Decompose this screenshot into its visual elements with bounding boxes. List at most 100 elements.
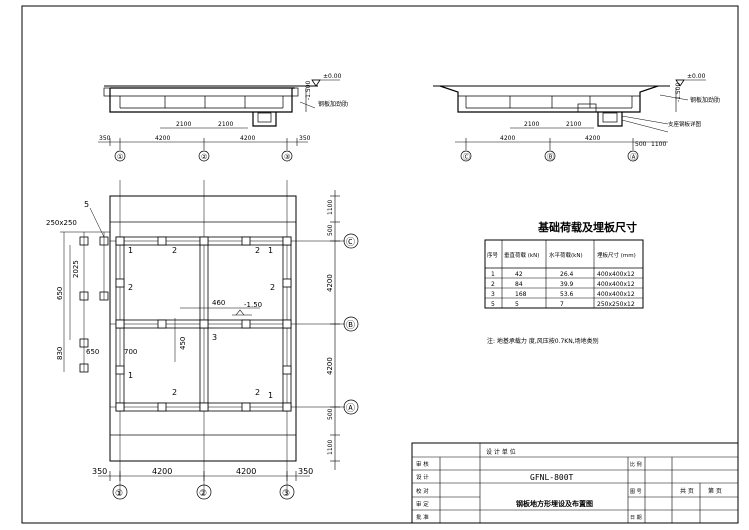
tb-label-3: 审 定 — [416, 500, 429, 508]
table-cell: 250x250x12 — [597, 301, 635, 308]
plan-inner-depth: -1.50 — [244, 301, 262, 309]
tr-note-1: 钢板加劲肋 — [690, 96, 720, 104]
table-cell: 400x400x12 — [597, 271, 635, 278]
plan-label-5: 2 — [128, 283, 133, 292]
plan-bottom-350a: 350 — [92, 467, 107, 476]
tb-label-2: 校 对 — [416, 487, 429, 495]
plan-axis-a: Ⓐ — [346, 403, 355, 414]
tr-axis-a: Ⓐ — [630, 153, 637, 161]
tl-dim-lower-4: 350 — [299, 135, 311, 142]
tb-top-label: 设 计 单 位 — [486, 448, 516, 456]
tl-dim-lower-1: 350 — [99, 135, 111, 142]
table-header-3: 埋板尺寸 (mm) — [597, 251, 636, 259]
plan-view: 1 2 2 1 2 3 2 1 2 2 1 460 -1.50 450 5 25… — [46, 180, 359, 500]
plan-bottom-4200b: 4200 — [236, 467, 256, 476]
tl-axis-3: ③ — [284, 153, 290, 161]
plan-left-700: 700 — [124, 348, 137, 356]
table-cell: 53.6 — [560, 291, 574, 298]
tl-dim-lower-2: 4200 — [155, 135, 170, 142]
plan-right-4200b: 4200 — [326, 357, 334, 375]
title-block: 设 计 单 位 GFNL-800T 钢板地方形埋设及布置图 审 核 设 计 校 … — [411, 442, 739, 524]
tr-dim-lower-4: 1100 — [651, 141, 666, 148]
plan-right-500a: 500 — [327, 224, 334, 236]
table-title: 基础荷载及埋板尺寸 — [537, 220, 637, 234]
plan-label-3: 2 — [255, 246, 260, 255]
tb-label-1: 设 计 — [416, 473, 429, 481]
tr-elevation: ±0.00 — [687, 73, 706, 80]
tl-axis-1: ① — [117, 153, 123, 161]
table-cell: 39.9 — [560, 281, 574, 288]
table-cell: 26.4 — [560, 271, 574, 278]
tl-dim-upper-1: 2100 — [176, 121, 191, 128]
table-cell: 42 — [515, 271, 523, 278]
tr-axis-c: Ⓒ — [463, 153, 470, 161]
tl-elevation: ±0.00 — [323, 73, 342, 80]
tl-dim-upper-2: 2100 — [218, 121, 233, 128]
plan-label-10: 2 — [255, 388, 260, 397]
plan-axis-c: Ⓒ — [346, 237, 355, 248]
table-cell: 84 — [515, 281, 523, 288]
plan-label-11: 1 — [268, 391, 273, 400]
tb-label-4: 批 准 — [416, 513, 429, 521]
tr-dim-upper-1: 2100 — [524, 121, 539, 128]
plan-left-650b: 650 — [86, 348, 99, 356]
table-cell: 3 — [491, 291, 495, 298]
plan-label-4: 1 — [268, 246, 273, 255]
plan-left-2025: 2025 — [72, 260, 80, 278]
tl-axis-2: ② — [201, 153, 207, 161]
table-header-1: 垂直荷载 (kN) — [504, 251, 539, 259]
load-table: 基础荷载及埋板尺寸 序号 垂直荷载 (kN) 水平荷载(kN) 埋板尺寸 (mm… — [484, 220, 644, 345]
tr-dim-lower-1: 4200 — [500, 135, 515, 142]
plan-inner-460: 460 — [212, 299, 225, 307]
plan-label-6: 3 — [212, 333, 217, 342]
plan-bottom-4200a: 4200 — [152, 467, 172, 476]
table-header-0: 序号 — [487, 251, 499, 259]
plan-axis-3: ③ — [282, 489, 290, 499]
plan-axis-2: ② — [199, 489, 207, 499]
plan-axis-1: ① — [115, 489, 123, 499]
tb-label-0: 审 核 — [416, 460, 429, 468]
table-cell: 7 — [560, 301, 564, 308]
tr-dim-lower-3: 500 — [635, 141, 647, 148]
table-cell: 1 — [491, 271, 495, 278]
tb-drawing: 钢板地方形埋设及布置图 — [516, 499, 593, 508]
tb-right-1: 图 号 — [630, 489, 642, 495]
tr-note-2: 支座钢板详图 — [668, 120, 702, 128]
tb-sheet-1: 第 页 — [708, 487, 722, 495]
tr-dim-upper-2: 2100 — [566, 121, 581, 128]
table-cell: 5 — [515, 301, 519, 308]
tl-note: 钢板加劲肋 — [318, 100, 348, 108]
tl-dim-lower-3: 4200 — [240, 135, 255, 142]
plan-left-5: 5 — [84, 200, 89, 209]
plan-left-830: 830 — [56, 347, 64, 360]
tr-axis-b: Ⓑ — [547, 153, 554, 161]
table-cell: 168 — [515, 291, 527, 298]
plan-inner-450: 450 — [179, 337, 187, 350]
table-cell: 400x400x12 — [597, 281, 635, 288]
plan-label-7: 2 — [270, 283, 275, 292]
plan-label-9: 2 — [172, 388, 177, 397]
embedded-plates — [115, 236, 292, 412]
plan-right-500b: 500 — [327, 408, 334, 420]
tr-dim-lower-2: 4200 — [585, 135, 600, 142]
plan-label-1: 1 — [128, 246, 133, 255]
section-top-left: ±0.00 -1.500 钢板加劲肋 2100 2100 350 4200 42… — [98, 73, 348, 162]
tl-depth: -1.500 — [305, 80, 312, 100]
table-cell: 5 — [491, 301, 495, 308]
plan-bottom-350b: 350 — [298, 467, 313, 476]
plan-left-250: 250x250 — [46, 219, 77, 227]
tr-depth: -1.500 — [675, 82, 682, 102]
plan-left-650a: 650 — [56, 287, 64, 300]
plan-axis-b: Ⓑ — [346, 320, 355, 331]
tb-sheet-0: 共 页 — [680, 487, 694, 495]
plan-right-4200a: 4200 — [326, 274, 334, 292]
table-cell: 2 — [491, 281, 495, 288]
tb-right-0: 比 例 — [630, 461, 642, 468]
plan-right-1100a: 1100 — [327, 200, 334, 215]
tb-project: GFNL-800T — [530, 473, 574, 482]
section-top-right: ±0.00 -1.500 钢板加劲肋 支座钢板详图 2100 2100 4200… — [433, 73, 720, 162]
table-note: 注: 地基承载力 度,风压按0.7KN,场地类别 — [487, 337, 599, 345]
plan-right-1100b: 1100 — [327, 440, 334, 455]
plan-label-8: 1 — [128, 371, 133, 380]
